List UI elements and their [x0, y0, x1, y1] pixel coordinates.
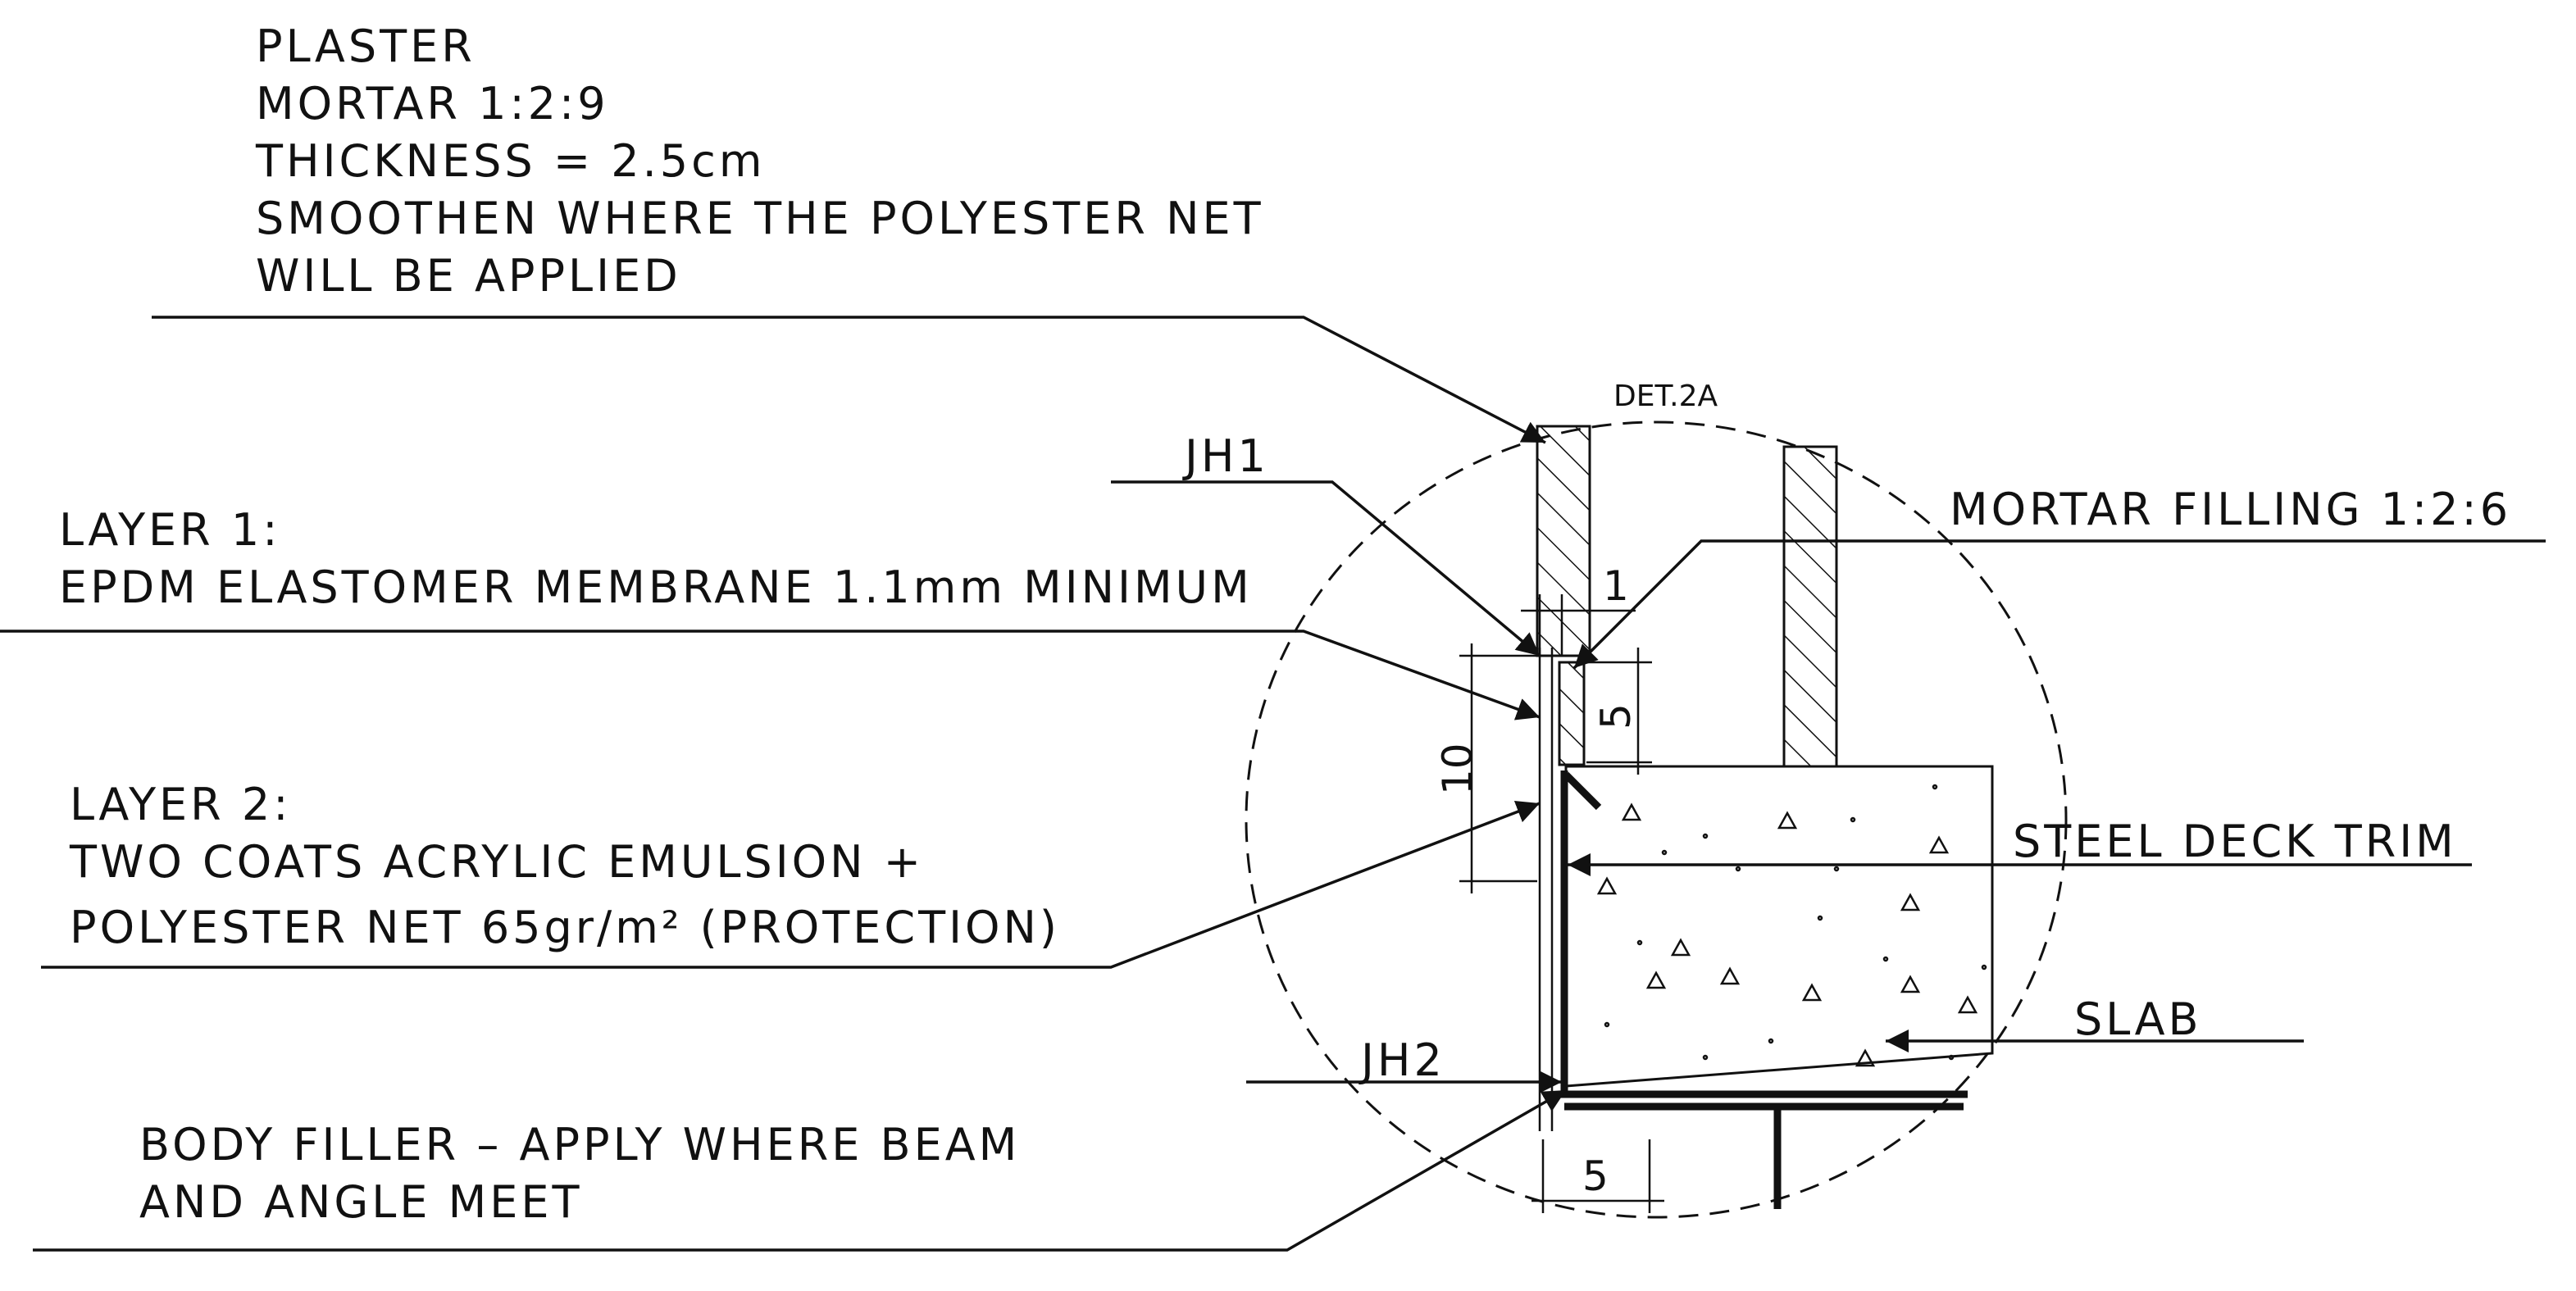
mortar-filling-note: MORTAR FILLING 1:2:6 [1572, 484, 2546, 670]
plaster-wall-left [1536, 425, 1591, 657]
svg-text:LAYER 1:: LAYER 1: [59, 504, 280, 556]
svg-text:EPDM ELASTOMER MEMBRANE 1.1mm: EPDM ELASTOMER MEMBRANE 1.1mm MINIMUM [59, 561, 1253, 613]
svg-text:10: 10 [1434, 743, 1481, 795]
mortar-filling-strip [1558, 661, 1586, 766]
jh2-note: JH2 [1246, 1034, 1562, 1093]
angle-corner-diagonal [1563, 771, 1602, 811]
svg-text:THICKNESS = 2.5cm: THICKNESS = 2.5cm [255, 135, 765, 187]
svg-text:MORTAR FILLING 1:2:6: MORTAR FILLING 1:2:6 [1950, 484, 2511, 535]
steel-deck-trim-note: STEEL DECK TRIM [1568, 816, 2472, 876]
dimension-5-vertical: 5 [1562, 648, 1652, 775]
svg-text:SLAB: SLAB [2074, 993, 2202, 1045]
svg-text:POLYESTER NET 65gr/m² (PROTECT: POLYESTER NET 65gr/m² (PROTECTION) [70, 902, 1060, 953]
svg-text:AND ANGLE MEET: AND ANGLE MEET [139, 1176, 582, 1228]
slab-note: SLAB [1886, 993, 2304, 1052]
svg-text:5: 5 [1592, 703, 1640, 730]
svg-text:SMOOTHEN WHERE THE POLYESTER N: SMOOTHEN WHERE THE POLYESTER NET [256, 193, 1264, 244]
svg-text:BODY FILLER – APPLY WHERE BEAM: BODY FILLER – APPLY WHERE BEAM [139, 1119, 1020, 1171]
svg-text:STEEL DECK TRIM: STEEL DECK TRIM [2013, 816, 2457, 867]
svg-text:JH2: JH2 [1359, 1034, 1445, 1086]
dimension-1: 1 [1521, 562, 1636, 656]
dimension-10: 10 [1434, 643, 1537, 893]
layer1-note: LAYER 1: EPDM ELASTOMER MEMBRANE 1.1mm M… [0, 504, 1541, 721]
svg-text:MORTAR 1:2:9: MORTAR 1:2:9 [256, 78, 609, 130]
svg-text:PLASTER: PLASTER [256, 20, 476, 72]
svg-text:WILL BE APPLIED: WILL BE APPLIED [256, 250, 681, 302]
detail-tag: DET.2A [1613, 380, 1718, 413]
concrete-slab [1564, 765, 1994, 1088]
svg-text:TWO COATS ACRYLIC EMULSION +: TWO COATS ACRYLIC EMULSION + [69, 836, 924, 888]
plaster-note: PLASTER MORTAR 1:2:9 THICKNESS = 2.5cm S… [152, 20, 1546, 444]
wall-right [1782, 445, 1838, 768]
jh1-note: JH1 [1111, 430, 1541, 657]
svg-text:5: 5 [1582, 1152, 1609, 1200]
body-filler-note: BODY FILLER – APPLY WHERE BEAM AND ANGLE… [33, 1089, 1567, 1252]
detail-boundary-circle [1245, 420, 2068, 1219]
svg-text:1: 1 [1603, 562, 1629, 610]
slab-aggregate-marks [1596, 784, 1987, 1067]
svg-text:LAYER 2:: LAYER 2: [70, 779, 291, 830]
dimension-5-bottom: 5 [1531, 1139, 1664, 1213]
layer2-note: LAYER 2: TWO COATS ACRYLIC EMULSION + PO… [41, 779, 1541, 969]
svg-text:JH1: JH1 [1182, 430, 1269, 482]
